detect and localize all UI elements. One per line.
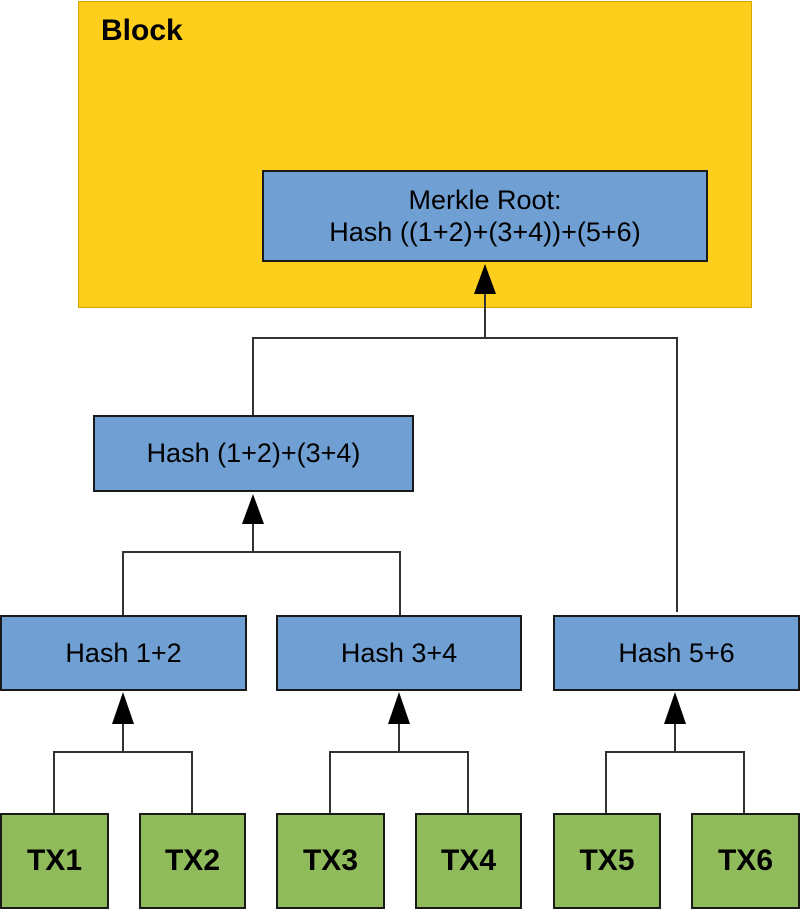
arrow-to-hash-34 [388,692,410,724]
tx-node-5: TX5 [553,813,661,909]
arrow-to-hash-12 [112,692,134,724]
arrow-to-merkle-root [474,264,496,294]
merkle-root-title: Merkle Root: [408,184,562,215]
block-label: Block [101,14,183,47]
connector-hash-34 [329,722,469,813]
tx-node-3: TX3 [276,813,385,909]
merkle-root-node: Merkle Root: Hash ((1+2)+(3+4))+(5+6) [262,170,708,262]
tx-node-1: TX1 [0,813,109,909]
hash-56-node: Hash 5+6 [553,615,800,691]
tx-node-6: TX6 [691,813,800,909]
tx-node-2: TX2 [139,813,246,909]
connector-root [252,292,678,612]
connector-hash-56 [605,722,745,813]
merkle-root-formula: Hash ((1+2)+(3+4))+(5+6) [329,217,641,247]
hash-1234-node: Hash (1+2)+(3+4) [93,415,414,492]
arrow-to-hash-1234 [242,494,264,524]
connector-hash-1234 [122,522,401,615]
hash-34-node: Hash 3+4 [276,615,522,691]
connector-hash-12 [53,722,193,813]
hash-12-node: Hash 1+2 [0,615,247,691]
tx-node-4: TX4 [415,813,522,909]
arrow-to-hash-56 [664,692,686,724]
